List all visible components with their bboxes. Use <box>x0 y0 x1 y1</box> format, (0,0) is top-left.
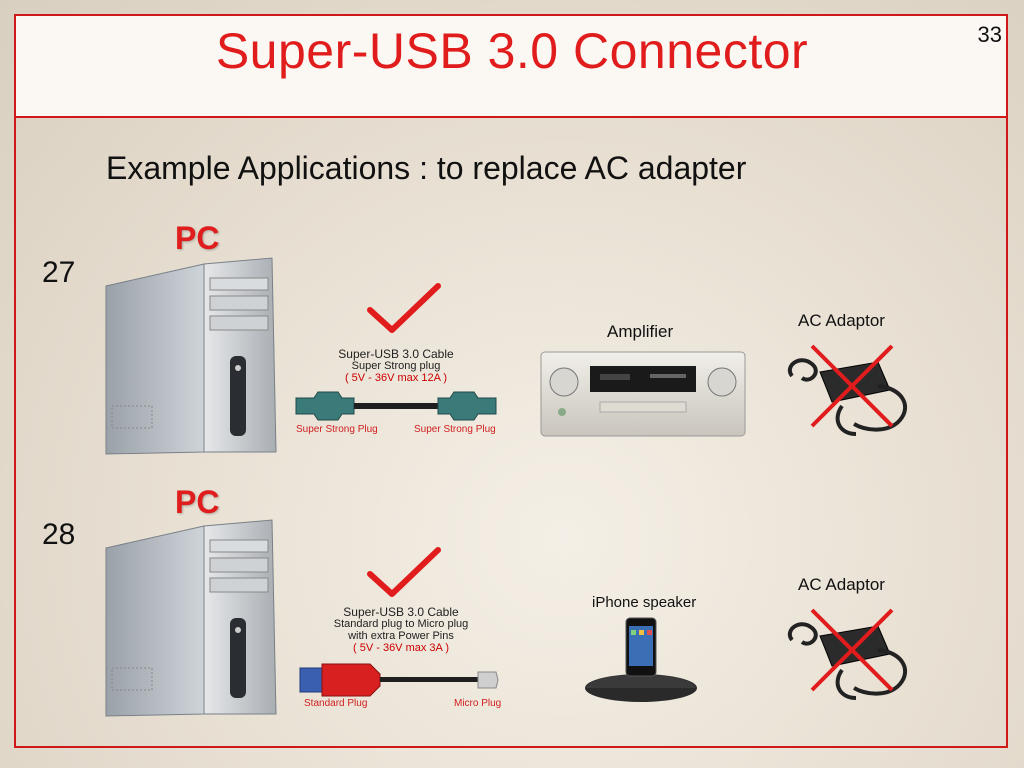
checkmark-icon <box>367 547 441 597</box>
amplifier-icon <box>540 351 746 437</box>
device-label: iPhone speaker <box>592 594 697 611</box>
page-number: 33 <box>977 22 1002 47</box>
device-label: Amplifier <box>607 322 674 341</box>
plug-left-label: Super Strong Plug <box>296 424 378 435</box>
checkmark-icon <box>367 283 441 333</box>
pc-label: PC <box>175 484 220 520</box>
cable-caption: Super-USB 3.0 Cable Standard plug to Mic… <box>316 606 486 654</box>
cable-line2: Super Strong plug <box>351 360 441 372</box>
cross-icon <box>810 608 894 692</box>
row-number: 27 <box>42 256 76 289</box>
cross-icon <box>810 344 894 428</box>
cable-caption: Super-USB 3.0 Cable Super Strong plug ( … <box>316 348 476 384</box>
cable-spec: ( 5V - 36V max 12A ) <box>344 372 448 384</box>
plug-right-label: Super Strong Plug <box>414 424 496 435</box>
adaptor-label: AC Adaptor <box>798 311 885 330</box>
cable-spec: ( 5V - 36V max 3A ) <box>353 642 449 654</box>
iphone-dock-icon <box>585 617 697 702</box>
cable-title: Super-USB 3.0 Cable <box>343 605 459 619</box>
cable-line2: Standard plug to Micro plug <box>333 618 469 630</box>
slide-subtitle: Example Applications : to replace AC ada… <box>106 150 747 186</box>
cable-icon <box>295 391 497 421</box>
slide-title: Super-USB 3.0 Connector <box>215 23 809 79</box>
pc-label: PC <box>175 220 220 256</box>
slide-frame <box>14 14 1008 748</box>
plug-right-label: Micro Plug <box>454 698 502 709</box>
adaptor-label: AC Adaptor <box>798 575 885 594</box>
tower-pc-icon <box>105 519 277 717</box>
cable-title: Super-USB 3.0 Cable <box>338 347 454 361</box>
plug-left-label: Standard Plug <box>304 698 368 709</box>
title-band <box>14 14 1008 118</box>
cable-icon <box>299 663 499 697</box>
row-number: 28 <box>42 518 76 551</box>
cable-line3: with extra Power Pins <box>348 630 454 642</box>
tower-pc-icon <box>105 257 277 455</box>
